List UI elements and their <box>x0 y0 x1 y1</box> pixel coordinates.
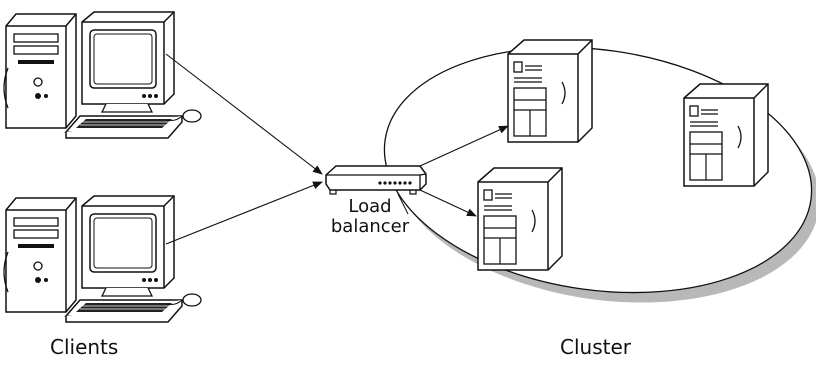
load-balancer-device-icon <box>325 165 427 195</box>
client-bottom-to-balancer-arrow <box>165 181 323 245</box>
server-right-icon <box>683 83 769 187</box>
load-balancer-label-line2: balancer <box>330 216 410 237</box>
cluster-label: Cluster <box>560 335 631 359</box>
client-top-to-balancer-arrow <box>165 53 323 175</box>
balancer-to-server-middle-arrow <box>419 189 477 217</box>
server-top-icon <box>507 39 593 143</box>
balancer-to-server-top-arrow <box>419 125 509 167</box>
client-computer-bottom-icon <box>3 195 202 323</box>
load-balancer-leader-line <box>397 193 409 215</box>
server-middle-icon <box>477 167 563 271</box>
clients-label: Clients <box>50 335 119 359</box>
client-computer-top-icon <box>3 11 202 139</box>
load-balancer-label: Load balancer <box>320 197 420 237</box>
load-balancer-label-line1: Load <box>348 196 392 217</box>
